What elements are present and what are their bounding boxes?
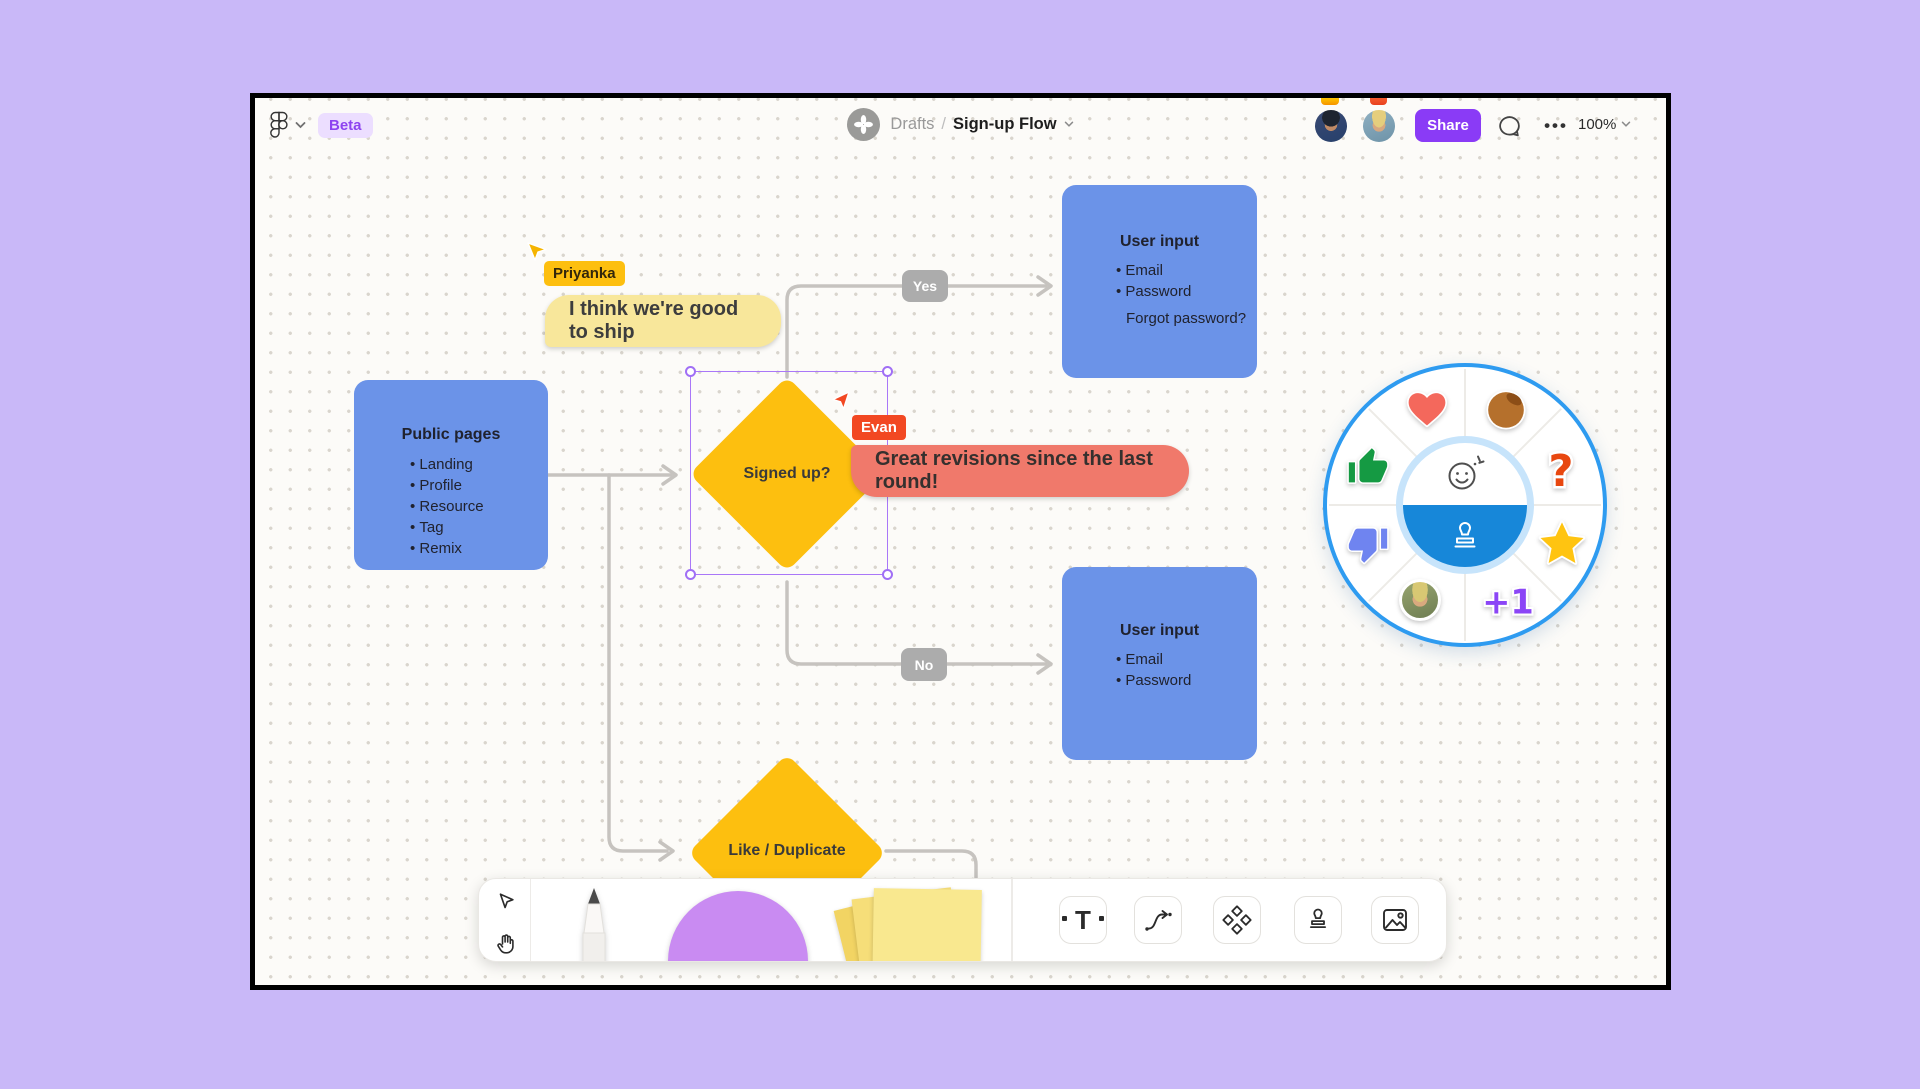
- svg-text:+1: +1: [1482, 583, 1534, 622]
- wheel-hub-toggle[interactable]: [1396, 436, 1534, 574]
- node-user-input-top[interactable]: User input Email Password Forgot passwor…: [1062, 185, 1257, 378]
- file-name[interactable]: Sign-up Flow: [953, 115, 1057, 133]
- connector-label-yes[interactable]: Yes: [902, 270, 948, 302]
- list-item: Resource: [410, 496, 548, 517]
- node-label: Like / Duplicate: [728, 842, 846, 859]
- text-tool-button[interactable]: T: [1059, 896, 1107, 944]
- thumbs-down-sticker[interactable]: [1345, 521, 1391, 567]
- priyanka-cursor-icon: [527, 242, 547, 261]
- connector-icon: [1145, 910, 1172, 931]
- node-list: Email Password: [1116, 649, 1257, 691]
- list-item: Profile: [410, 475, 548, 496]
- cursor-name-tag: Priyanka: [544, 261, 625, 286]
- node-user-input-bottom[interactable]: User input Email Password: [1062, 567, 1257, 760]
- beta-badge: Beta: [318, 113, 373, 138]
- shape-tool[interactable]: [668, 891, 808, 961]
- avatar-stamp-sticker[interactable]: [1399, 579, 1441, 621]
- figjam-canvas[interactable]: Beta Drafts / Sign-up Flow: [255, 98, 1666, 985]
- comment-bubble-icon: [1498, 115, 1520, 136]
- resize-handle[interactable]: [685, 366, 696, 377]
- stamp-icon: [1309, 908, 1327, 929]
- list-item: Email: [1116, 260, 1257, 281]
- node-public-pages[interactable]: Public pages Landing Profile Resource Ta…: [354, 380, 548, 570]
- comment-bubble[interactable]: I think we're good to ship: [545, 295, 781, 347]
- list-item: Remix: [410, 538, 548, 559]
- clipped-collaborator-tag: [1370, 98, 1387, 105]
- forgot-password-text: Forgot password?: [1126, 310, 1247, 327]
- image-tool-button[interactable]: [1371, 896, 1419, 944]
- marker-tool[interactable]: [563, 887, 625, 962]
- connector-tool-button[interactable]: [1134, 896, 1182, 944]
- resize-handle[interactable]: [882, 569, 893, 580]
- question-mark-sticker[interactable]: ?: [1539, 444, 1583, 496]
- share-button[interactable]: Share: [1415, 109, 1481, 142]
- breadcrumb: Drafts / Sign-up Flow: [255, 108, 1666, 141]
- figma-logo-icon: [270, 111, 288, 138]
- select-tool-button[interactable]: [493, 889, 519, 915]
- hand-icon: [496, 933, 514, 954]
- image-icon: [1383, 909, 1407, 931]
- avatar-face: [1399, 579, 1441, 621]
- zoom-chevron-icon: [1622, 121, 1631, 127]
- toolbar-divider: [1011, 879, 1013, 961]
- cursor-arrow-icon: [499, 893, 514, 909]
- file-menu-chevron-icon[interactable]: [1064, 121, 1074, 128]
- cookie-sticker[interactable]: [1483, 386, 1529, 432]
- node-title: Public pages: [401, 426, 501, 443]
- resize-handle[interactable]: [882, 366, 893, 377]
- stamp-tool-button[interactable]: [1294, 896, 1342, 944]
- list-item: Landing: [410, 454, 548, 475]
- pointer-tools-group: [479, 879, 531, 961]
- zoom-menu[interactable]: 100%: [1578, 116, 1631, 133]
- node-list: Landing Profile Resource Tag Remix: [410, 454, 548, 559]
- star-sticker[interactable]: [1537, 519, 1587, 567]
- top-toolbar: Beta Drafts / Sign-up Flow: [255, 98, 1666, 156]
- stamp-mode-icon: [1454, 522, 1476, 548]
- more-options-button[interactable]: •••: [1540, 110, 1572, 142]
- clipped-collaborator-tag: [1321, 98, 1339, 105]
- list-item: Email: [1116, 649, 1257, 670]
- chevron-down-icon: [295, 122, 306, 129]
- plus-one-sticker[interactable]: +1: [1480, 578, 1536, 624]
- emoji-mode-icon: [1448, 455, 1485, 490]
- sections-tool-button[interactable]: [1213, 896, 1261, 944]
- cursor-name-tag: Evan: [852, 415, 906, 440]
- resize-handle[interactable]: [685, 569, 696, 580]
- collaborator-avatar-1[interactable]: [1315, 110, 1347, 142]
- node-title: User input: [1119, 233, 1200, 250]
- node-label: Signed up?: [743, 465, 831, 482]
- collaborator-avatar-2[interactable]: [1363, 110, 1395, 142]
- text-tool-icon: T: [1062, 907, 1104, 933]
- sticky-note-front: [872, 888, 982, 961]
- breadcrumb-folder[interactable]: Drafts: [890, 115, 935, 133]
- svg-text:?: ?: [1548, 447, 1573, 496]
- main-menu-button[interactable]: [269, 110, 306, 140]
- list-item: Password: [1116, 281, 1257, 302]
- node-list: Email Password: [1116, 260, 1257, 302]
- thumbs-up-sticker[interactable]: [1345, 444, 1391, 490]
- list-item: Password: [1116, 670, 1257, 691]
- connector-label-no[interactable]: No: [901, 648, 947, 681]
- reaction-wheel[interactable]: [1323, 363, 1607, 647]
- diamonds-grid-icon: [1222, 905, 1252, 935]
- connector-lines: [546, 275, 1053, 958]
- list-item: Tag: [410, 517, 548, 538]
- evan-cursor-icon: [832, 391, 850, 410]
- node-title: User input: [1119, 622, 1200, 639]
- comment-text: I think we're good to ship: [569, 298, 739, 343]
- bottom-toolbar: T: [478, 878, 1447, 962]
- sticky-note-tool[interactable]: [833, 885, 989, 961]
- app-window: Beta Drafts / Sign-up Flow: [250, 93, 1671, 990]
- heart-sticker[interactable]: [1404, 386, 1450, 430]
- drafts-project-icon: [847, 108, 881, 141]
- comment-text: Great revisions since the last round!: [875, 448, 1153, 493]
- hand-tool-button[interactable]: [492, 929, 519, 956]
- comment-bubble[interactable]: Great revisions since the last round!: [851, 445, 1189, 497]
- zoom-level: 100%: [1578, 116, 1617, 133]
- comments-button[interactable]: [1493, 110, 1525, 142]
- breadcrumb-separator: /: [941, 115, 947, 133]
- ellipsis-icon: •••: [1544, 116, 1568, 135]
